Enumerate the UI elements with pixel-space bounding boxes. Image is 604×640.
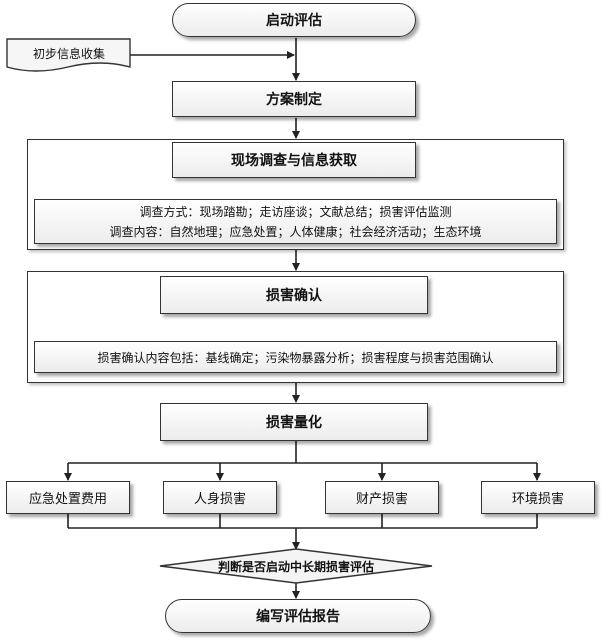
report-label: 编写评估报告 — [256, 609, 340, 625]
confirm-title-label: 损害确认 — [266, 288, 322, 304]
decision-label: 判断是否启动中长期损害评估 — [217, 559, 374, 574]
report-node: 编写评估报告 — [165, 599, 431, 633]
branch-property-damage: 财产损害 — [325, 481, 439, 514]
initial-collect-label: 初步信息收集 — [32, 47, 105, 61]
start-node: 启动评估 — [172, 3, 416, 37]
decision-node: 判断是否启动中长期损害评估 — [160, 549, 432, 583]
confirm-notes-node: 损害确认内容包括：基线确定；污染物暴露分析；损害程度与损害范围确认 — [34, 341, 557, 373]
survey-title-label: 现场调查与信息获取 — [231, 153, 357, 169]
survey-contents-text: 调查内容：自然地理；应急处置；人体健康；社会经济活动；生态环境 — [109, 224, 482, 239]
survey-methods-text: 调查方式：现场踏勘；走访座谈；文献总结；损害评估监测 — [139, 204, 452, 219]
initial-collect-node: 初步信息收集 — [6, 38, 132, 74]
branch-environmental-damage-label: 环境损害 — [511, 492, 564, 507]
branch-property-damage-label: 财产损害 — [355, 492, 408, 507]
branch-emergency-cost: 应急处置费用 — [6, 481, 130, 514]
quantify-label: 损害量化 — [266, 415, 322, 431]
branch-personal-injury-label: 人身损害 — [193, 492, 246, 507]
start-label: 启动评估 — [266, 13, 322, 29]
survey-title-node: 现场调查与信息获取 — [172, 142, 416, 178]
quantify-node: 损害量化 — [160, 403, 428, 441]
survey-notes-node: 调查方式：现场踏勘；走访座谈；文献总结；损害评估监测 调查内容：自然地理；应急处… — [34, 199, 557, 244]
document-shape — [6, 38, 131, 72]
plan-label: 方案制定 — [266, 92, 322, 108]
confirm-contents-text: 损害确认内容包括：基线确定；污染物暴露分析；损害程度与损害范围确认 — [97, 350, 494, 365]
branch-personal-injury: 人身损害 — [163, 481, 277, 514]
branch-environmental-damage: 环境损害 — [481, 481, 595, 514]
branch-emergency-cost-label: 应急处置费用 — [28, 492, 107, 507]
decision-diamond — [159, 548, 433, 584]
plan-node: 方案制定 — [172, 81, 416, 117]
confirm-title-node: 损害确认 — [160, 276, 428, 314]
